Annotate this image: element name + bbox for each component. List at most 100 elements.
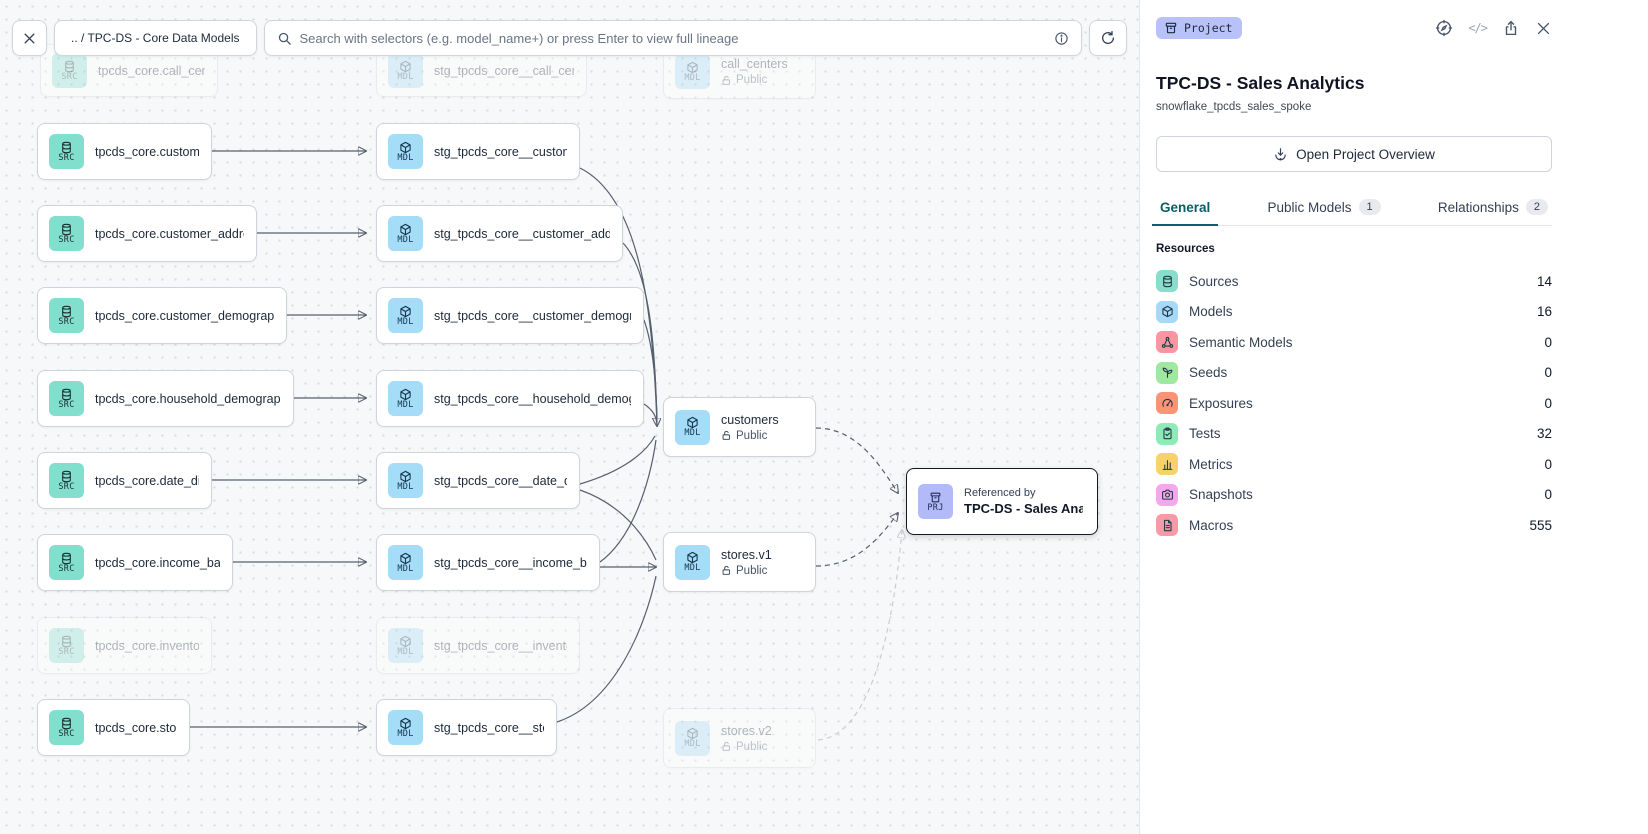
node-type-label: SRC xyxy=(58,728,75,739)
lineage-node[interactable]: MDL stores.v2 Public xyxy=(663,708,816,768)
resource-count: 0 xyxy=(1544,487,1552,503)
resource-name: Metrics xyxy=(1189,456,1233,472)
close-icon xyxy=(22,31,37,46)
node-access: Public xyxy=(721,565,772,577)
lineage-node[interactable]: MDL stg_tpcds_core__customer_address xyxy=(376,205,623,262)
resource-row[interactable]: Snapshots 0 xyxy=(1156,480,1552,511)
node-name: stg_tpcds_core__date_dim xyxy=(434,473,567,488)
resource-count: 0 xyxy=(1544,365,1552,381)
search-input[interactable] xyxy=(299,30,1046,46)
tab[interactable]: Relationships 2 xyxy=(1434,199,1552,225)
resource-name: Exposures xyxy=(1189,395,1253,411)
project-archive-icon xyxy=(1164,21,1178,35)
cube-icon xyxy=(1156,300,1178,323)
project-type-badge: Project xyxy=(1156,17,1243,39)
node-type-label: SRC xyxy=(58,399,75,410)
referenced-project-node[interactable]: PRJ Referenced by TPC-DS - Sales Analyti… xyxy=(906,468,1098,535)
lineage-node[interactable]: SRC tpcds_core.date_dim xyxy=(37,452,212,509)
lineage-node[interactable]: MDL stores.v1 Public xyxy=(663,532,816,592)
database-icon xyxy=(60,141,73,154)
project-archive-icon xyxy=(929,491,942,504)
lineage-node[interactable]: MDL stg_tpcds_core__date_dim xyxy=(376,452,580,509)
clipboard-check-icon xyxy=(1156,422,1178,445)
resource-name: Snapshots xyxy=(1189,487,1253,503)
node-type-label: MDL xyxy=(684,739,701,749)
tab[interactable]: General xyxy=(1151,199,1219,226)
lineage-node[interactable]: SRC tpcds_core.customer xyxy=(37,123,212,180)
node-name: tpcds_core.customer xyxy=(95,144,199,159)
lineage-node[interactable]: SRC tpcds_core.household_demographics xyxy=(37,370,294,427)
lineage-node[interactable]: MDL stg_tpcds_core__household_demogr… xyxy=(376,370,644,427)
close-lineage-button[interactable] xyxy=(12,20,47,56)
resource-row[interactable]: Macros 555 xyxy=(1156,510,1552,541)
node-type-label: SRC xyxy=(58,152,75,163)
lineage-node[interactable]: MDL stg_tpcds_core__store xyxy=(376,699,557,756)
node-name: stg_tpcds_core__customer_address xyxy=(434,226,610,241)
lineage-node[interactable]: SRC tpcds_core.customer_address xyxy=(37,205,257,262)
resource-count: 555 xyxy=(1529,517,1552,533)
lineage-node[interactable]: MDL stg_tpcds_core__customer_demogra… xyxy=(376,287,644,344)
cube-icon xyxy=(399,60,412,73)
node-name: customers xyxy=(721,412,779,427)
resource-count: 0 xyxy=(1544,395,1552,411)
unlock-icon xyxy=(721,430,732,441)
cube-icon xyxy=(686,61,699,74)
database-icon xyxy=(63,60,76,73)
project-schema-subtitle: snowflake_tpcds_sales_spoke xyxy=(1156,101,1312,113)
explore-lineage-icon[interactable] xyxy=(1435,19,1453,37)
resource-count: 0 xyxy=(1544,334,1552,350)
cube-icon xyxy=(399,388,412,401)
resource-row[interactable]: Models 16 xyxy=(1156,297,1552,328)
resource-row[interactable]: Seeds 0 xyxy=(1156,358,1552,389)
cube-icon xyxy=(686,551,699,564)
resource-row[interactable]: Exposures 0 xyxy=(1156,388,1552,419)
refresh-lineage-button[interactable] xyxy=(1089,20,1127,56)
project-details-panel: Project </> TPC-DS - Sales Analytics sno… xyxy=(1139,0,1648,834)
unlock-icon xyxy=(721,741,732,752)
cube-icon xyxy=(399,470,412,483)
resource-row[interactable]: Tests 32 xyxy=(1156,419,1552,450)
project-overview-icon xyxy=(1273,147,1288,162)
lineage-node[interactable]: MDL stg_tpcds_core__customer xyxy=(376,123,580,180)
unlock-icon xyxy=(721,565,732,576)
node-name: stg_tpcds_core__inventory xyxy=(434,638,567,653)
node-name: tpcds_core.household_demographics xyxy=(95,391,281,406)
file-text-icon xyxy=(1156,514,1178,537)
node-name: stg_tpcds_core__customer xyxy=(434,144,567,159)
resource-row[interactable]: Sources 14 xyxy=(1156,266,1552,297)
lineage-node[interactable]: SRC tpcds_core.inventory xyxy=(37,617,212,674)
tab-count-badge: 2 xyxy=(1525,199,1548,215)
database-icon xyxy=(60,305,73,318)
node-name: stg_tpcds_core__household_demogr… xyxy=(434,391,631,406)
lineage-node[interactable]: MDL stg_tpcds_core__income_band xyxy=(376,534,600,591)
resource-count: 16 xyxy=(1536,304,1552,320)
node-access: Public xyxy=(721,430,779,442)
code-icon[interactable]: </> xyxy=(1468,21,1488,35)
lineage-node[interactable]: MDL stg_tpcds_core__inventory xyxy=(376,617,580,674)
search-icon xyxy=(277,31,292,46)
resources-list: Sources 14 Models 16 Semantic Models 0 S… xyxy=(1156,266,1552,541)
database-icon xyxy=(60,552,73,565)
lineage-node[interactable]: MDL customers Public xyxy=(663,397,816,457)
node-type-label: SRC xyxy=(58,481,75,492)
node-name: tpcds_core.income_band xyxy=(95,555,220,570)
lineage-node[interactable]: SRC tpcds_core.income_band xyxy=(37,534,233,591)
share-icon[interactable] xyxy=(1502,19,1520,37)
breadcrumb[interactable]: .. / TPC-DS - Core Data Models xyxy=(54,20,257,56)
cube-icon xyxy=(399,717,412,730)
node-type-label: SRC xyxy=(58,646,75,657)
node-type-label: MDL xyxy=(397,728,414,739)
resource-row[interactable]: Metrics 0 xyxy=(1156,449,1552,480)
lineage-canvas[interactable]: .. / TPC-DS - Core Data Models PRJ xyxy=(0,0,1139,834)
lineage-node[interactable]: SRC tpcds_core.customer_demographics xyxy=(37,287,287,344)
cube-icon xyxy=(686,727,699,740)
lineage-node[interactable]: SRC tpcds_core.store xyxy=(37,699,190,756)
resource-count: 0 xyxy=(1544,456,1552,472)
info-icon[interactable] xyxy=(1054,31,1069,46)
open-project-overview-button[interactable]: Open Project Overview xyxy=(1156,136,1552,172)
tab-count-badge: 1 xyxy=(1358,199,1381,215)
close-panel-icon[interactable] xyxy=(1535,20,1552,37)
node-name: stores.v1 xyxy=(721,547,772,562)
resource-row[interactable]: Semantic Models 0 xyxy=(1156,327,1552,358)
tab[interactable]: Public Models 1 xyxy=(1263,199,1384,225)
